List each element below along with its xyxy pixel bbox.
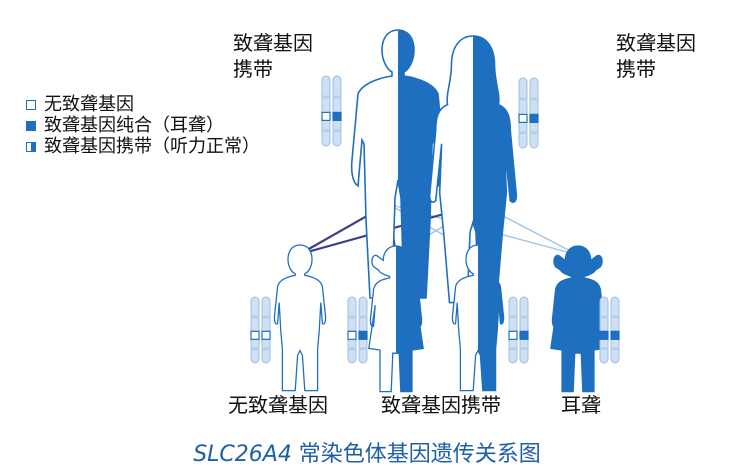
child-carrier-boy-figure — [451, 244, 505, 392]
father-chromosome-pair — [321, 75, 342, 147]
caption-gene: SLC26A4 — [193, 442, 292, 467]
empty-allele-icon — [250, 330, 260, 340]
inheritance-lines — [299, 202, 579, 256]
filled-allele-icon — [599, 330, 609, 340]
empty-square-icon — [26, 99, 36, 110]
mother-chromosome-pair — [518, 77, 539, 149]
father-figure — [350, 29, 446, 299]
empty-allele-icon — [508, 330, 518, 340]
legend-item-homozygous: 致聋基因纯合（耳聋） — [26, 115, 260, 136]
child3-chromosome-pair — [508, 296, 529, 364]
filled-allele-icon — [332, 111, 342, 122]
empty-allele-icon — [261, 330, 271, 340]
child-label-carrier: 致聋基因携带 — [381, 393, 501, 417]
father-label-line1: 致聋基因 — [233, 31, 313, 55]
filled-allele-icon — [529, 113, 539, 124]
mother-label-line2: 携带 — [616, 57, 656, 81]
mother-label-line1: 致聋基因 — [616, 31, 696, 55]
child-carrier-girl-figure — [368, 245, 424, 393]
child-unaffected-figure — [273, 244, 327, 392]
legend-label: 无致聋基因 — [44, 94, 134, 115]
empty-allele-icon — [518, 113, 528, 124]
mother-label: 致聋基因 携带 — [616, 30, 696, 82]
half-square-icon — [26, 141, 36, 152]
legend-item-carrier: 致聋基因携带（听力正常） — [26, 136, 260, 157]
legend: 无致聋基因 致聋基因纯合（耳聋） 致聋基因携带（听力正常） — [26, 94, 260, 157]
caption-text: 常染色体基因遗传关系图 — [291, 442, 541, 467]
legend-label: 致聋基因纯合（耳聋） — [44, 115, 224, 136]
chromosome-pairs — [250, 75, 620, 364]
filled-allele-icon — [519, 330, 529, 340]
child-label-unaffected: 无致聋基因 — [228, 393, 328, 417]
filled-allele-icon — [610, 330, 620, 340]
filled-allele-icon — [358, 330, 368, 340]
father-label: 致聋基因 携带 — [233, 30, 313, 82]
figures — [273, 29, 606, 393]
child-label-affected: 耳聋 — [561, 393, 601, 417]
empty-allele-icon — [347, 330, 357, 340]
legend-item-no-gene: 无致聋基因 — [26, 94, 260, 115]
legend-label: 致聋基因携带（听力正常） — [44, 136, 260, 157]
father-label-line2: 携带 — [233, 57, 273, 81]
child1-chromosome-pair — [250, 296, 271, 364]
mother-figure — [428, 35, 518, 304]
child4-chromosome-pair — [599, 296, 620, 364]
figure-caption: SLC26A4 常染色体基因遗传关系图 — [0, 436, 734, 468]
filled-square-icon — [26, 120, 36, 131]
child2-chromosome-pair — [347, 296, 368, 364]
child-affected-figure — [550, 245, 606, 393]
empty-allele-icon — [321, 111, 331, 122]
